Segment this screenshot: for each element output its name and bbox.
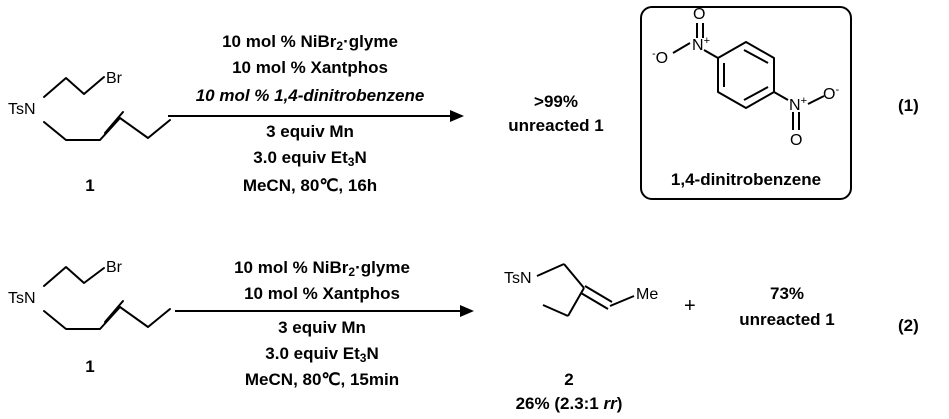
product-me-label: Me	[636, 286, 659, 303]
eq2-condition-catalyst: 10 mol % NiBr2·glyme	[234, 258, 410, 279]
product-yield: 26% (2.3:1 rr)	[515, 394, 623, 413]
eq1-condition-catalyst: 10 mol % NiBr2·glyme	[222, 32, 398, 53]
reaction-arrow-eq1	[168, 110, 464, 122]
nitro1-oxygen-top: O	[693, 6, 706, 23]
eq1-tsn-label: TsN	[8, 101, 36, 118]
product-tsn-label: TsN	[504, 270, 532, 287]
eq1-number: (1)	[898, 96, 919, 115]
eq2-tsn-label: TsN	[8, 290, 36, 307]
substrate-1-structure-eq2	[43, 266, 171, 330]
reaction-arrow-eq2	[175, 305, 474, 317]
dinitrobenzene-structure	[672, 23, 825, 130]
nitro1-nitrogen: N+	[692, 35, 710, 55]
substrate-1-structure-eq1	[43, 76, 171, 141]
eq2-substrate-number: 1	[85, 357, 95, 376]
eq2-br-label: Br	[106, 259, 122, 276]
nitro2-oxygen-minus: O-	[823, 84, 840, 104]
eq1-condition-reductant: 3 equiv Mn	[266, 122, 354, 141]
nitro2-oxygen-bottom: O	[790, 132, 803, 149]
product-number: 2	[564, 370, 574, 389]
plus-sign: +	[684, 295, 696, 317]
eq1-condition-base: 3.0 equiv Et3N	[253, 148, 367, 169]
nitro1-oxygen-minus: -O	[652, 48, 669, 68]
product-2-structure	[536, 263, 635, 317]
eq2-result-text: unreacted 1	[739, 310, 835, 329]
dinitrobenzene-caption: 1,4-dinitrobenzene	[670, 170, 822, 189]
eq1-condition-ligand: 10 mol % Xantphos	[232, 58, 388, 77]
eq2-condition-reductant: 3 equiv Mn	[278, 318, 366, 337]
eq1-condition-additive: 10 mol % 1,4-dinitrobenzene	[195, 86, 425, 105]
eq2-result-percent: 73%	[769, 284, 805, 303]
eq1-result-percent: >99%	[534, 92, 578, 111]
eq2-condition-solvent-temp-time: MeCN, 80℃, 15min	[244, 370, 400, 389]
eq2-condition-ligand: 10 mol % Xantphos	[244, 284, 400, 303]
dinitrobenzene-box	[640, 6, 852, 200]
eq1-br-label: Br	[106, 70, 122, 87]
nitro2-nitrogen: N+	[789, 95, 807, 115]
eq2-number: (2)	[898, 316, 919, 335]
eq2-condition-base: 3.0 equiv Et3N	[265, 344, 379, 365]
eq1-result-text: unreacted 1	[508, 116, 604, 135]
eq1-substrate-number: 1	[85, 176, 95, 195]
eq1-condition-solvent-temp-time: MeCN, 80℃, 16h	[242, 176, 378, 195]
